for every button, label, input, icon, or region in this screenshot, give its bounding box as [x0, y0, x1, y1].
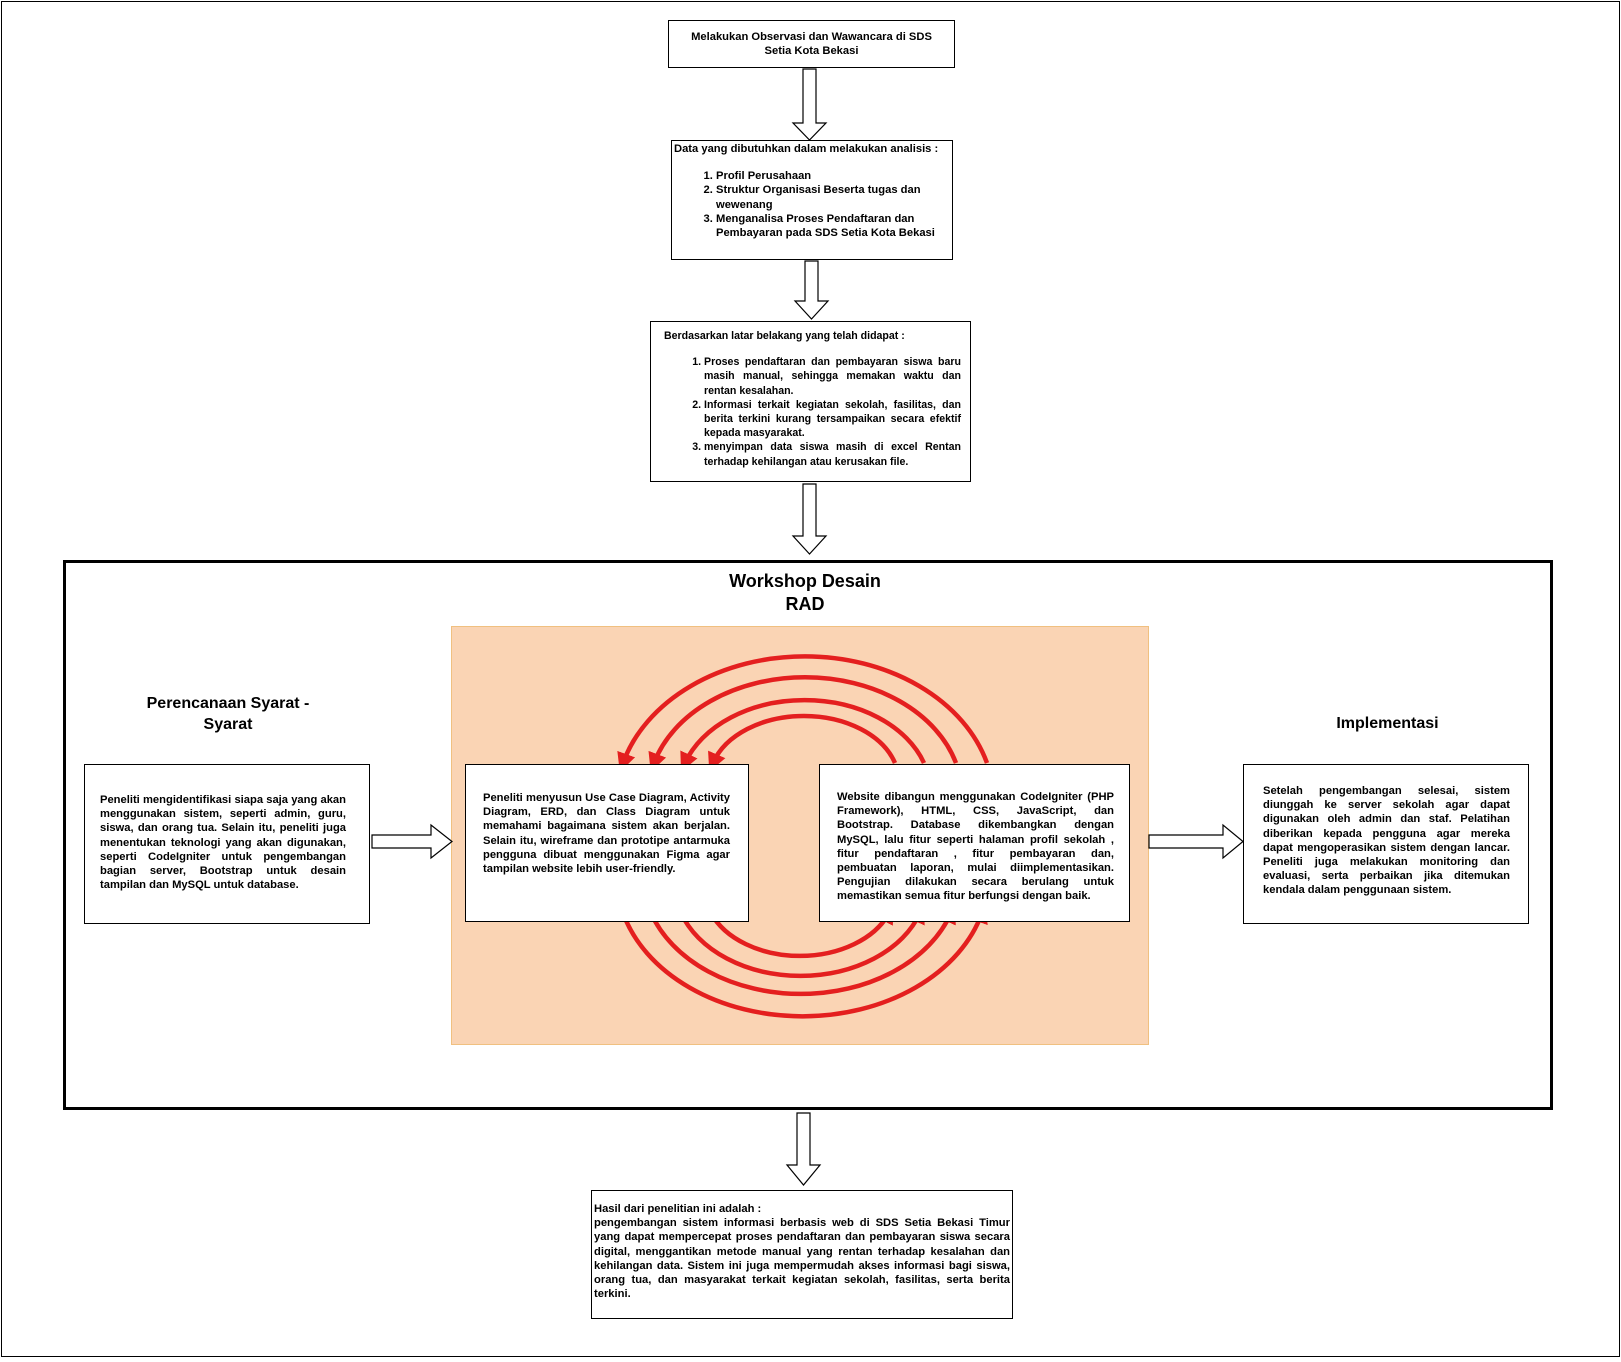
right-arrow-implementation	[1148, 823, 1244, 860]
workshop-rad-container	[63, 560, 1553, 1110]
step-data-needs-box: Data yang dibutuhkan dalam melakukan ana…	[671, 140, 953, 260]
step-data-needs-intro: Data yang dibutuhkan dalam melakukan ana…	[674, 143, 939, 155]
down-arrow-3	[791, 483, 828, 555]
down-arrow-2	[793, 260, 830, 320]
build-phase-text: Website dibangun menggunakan CodeIgniter…	[837, 791, 1114, 903]
down-arrow-4	[785, 1112, 822, 1186]
planning-text: Peneliti mengidentifikasi siapa saja yan…	[100, 794, 346, 892]
right-arrow-planning	[371, 823, 453, 860]
list-item: Struktur Organisasi Beserta tugas dan we…	[716, 183, 950, 211]
down-arrow-1	[791, 68, 828, 141]
implementation-box: Setelah pengembangan selesai, sistem diu…	[1243, 764, 1529, 924]
result-box: Hasil dari penelitian ini adalah : penge…	[591, 1190, 1013, 1319]
step-background-box: Berdasarkan latar belakang yang telah di…	[650, 321, 971, 482]
list-item: Informasi terkait kegiatan sekolah, fasi…	[704, 398, 961, 441]
build-phase-box: Website dibangun menggunakan CodeIgniter…	[819, 764, 1130, 922]
result-intro: Hasil dari penelitian ini adalah :	[594, 1203, 762, 1215]
workshop-title-line1: Workshop Desain	[729, 571, 881, 591]
implementation-text: Setelah pengembangan selesai, sistem diu…	[1263, 785, 1510, 897]
workshop-title-line2: RAD	[785, 594, 825, 614]
list-item: Profil Perusahaan	[716, 169, 950, 183]
step-background-intro: Berdasarkan latar belakang yang telah di…	[664, 330, 905, 342]
list-item: Menganalisa Proses Pendaftaran dan Pemba…	[716, 212, 950, 240]
workshop-title: Workshop Desain RAD	[705, 570, 905, 616]
planning-title-line2: Syarat	[203, 716, 253, 733]
step-data-needs-list: Profil Perusahaan Struktur Organisasi Be…	[674, 169, 950, 240]
list-item: Proses pendaftaran dan pembayaran siswa …	[704, 355, 961, 398]
result-text: pengembangan sistem informasi berbasis w…	[594, 1217, 1010, 1301]
rad-cycle-arrows	[617, 654, 990, 1019]
design-phase-box: Peneliti menyusun Use Case Diagram, Acti…	[465, 764, 749, 922]
planning-title-line1: Perencanaan Syarat -	[146, 695, 310, 712]
step-observation-text: Melakukan Observasi dan Wawancara di SDS…	[691, 31, 932, 58]
list-item: menyimpan data siswa masih di excel Rent…	[704, 440, 961, 468]
planning-box: Peneliti mengidentifikasi siapa saja yan…	[84, 764, 370, 924]
step-observation-box: Melakukan Observasi dan Wawancara di SDS…	[668, 20, 955, 68]
planning-title: Perencanaan Syarat - Syarat	[112, 693, 344, 735]
design-phase-text: Peneliti menyusun Use Case Diagram, Acti…	[483, 792, 730, 876]
implementation-title: Implementasi	[1336, 715, 1439, 732]
step-background-list: Proses pendaftaran dan pembayaran siswa …	[664, 355, 961, 469]
